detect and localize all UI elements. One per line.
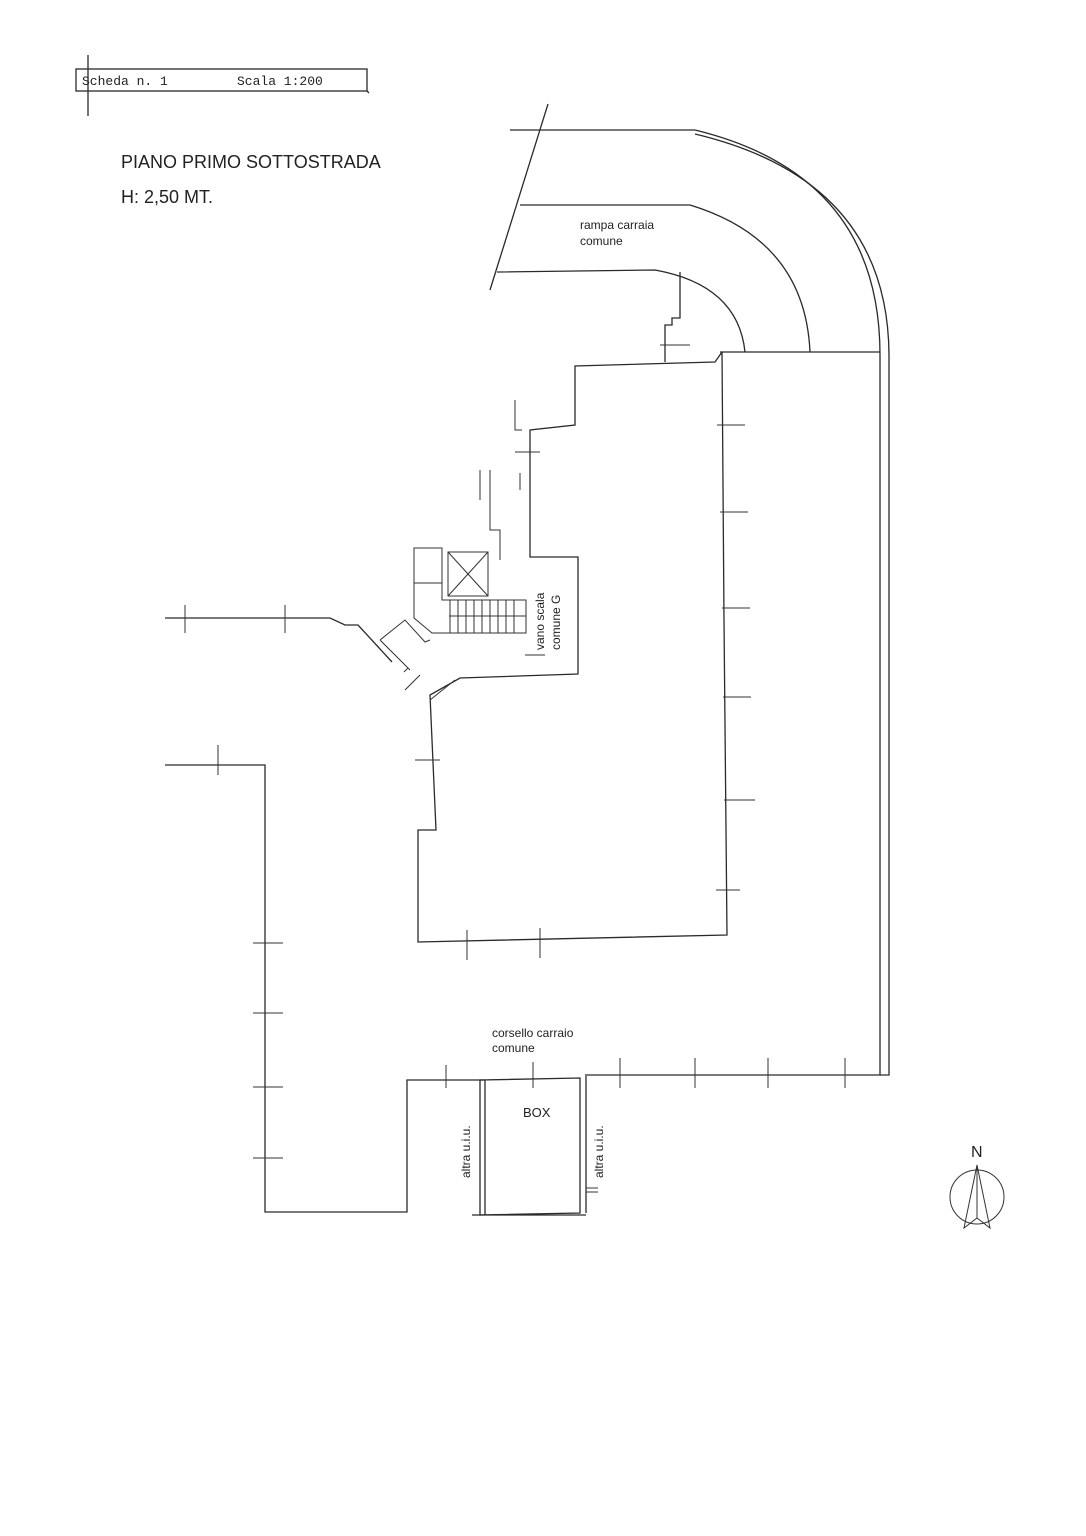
scale-label: Scala 1:200 bbox=[237, 74, 323, 89]
box-label: BOX bbox=[523, 1105, 551, 1120]
north-label: N bbox=[971, 1144, 983, 1161]
ramp: rampa carraia comune bbox=[489, 103, 890, 1076]
stair-label-2: comune G bbox=[549, 595, 563, 650]
south-west-wing: corsello carraio comune bbox=[165, 745, 846, 1213]
ramp-label: rampa carraia bbox=[580, 218, 654, 232]
floor-height: H: 2,50 MT. bbox=[121, 187, 213, 207]
other-unit-right-label: altra u.i.u. bbox=[592, 1125, 606, 1178]
sheet-number: Scheda n. 1 bbox=[82, 74, 168, 89]
ramp-label-2: comune bbox=[580, 234, 623, 248]
corridor-label: corsello carraio bbox=[492, 1026, 574, 1040]
main-building bbox=[415, 351, 755, 960]
other-unit-left-label: altra u.i.u. bbox=[459, 1125, 473, 1178]
stair-core: vano scala comune G bbox=[379, 547, 563, 701]
header-box: Scheda n. 1 Scala 1:200 bbox=[75, 55, 370, 116]
box-unit: BOX altra u.i.u. altra u.i.u. bbox=[459, 1076, 606, 1216]
floor-title: PIANO PRIMO SOTTOSTRADA bbox=[121, 152, 381, 172]
stair-label: vano scala bbox=[533, 592, 547, 650]
west-wall bbox=[165, 605, 393, 663]
north-arrow-icon: N bbox=[949, 1144, 1005, 1230]
elevator-shaft bbox=[447, 551, 489, 597]
corridor-label-2: comune bbox=[492, 1041, 535, 1055]
